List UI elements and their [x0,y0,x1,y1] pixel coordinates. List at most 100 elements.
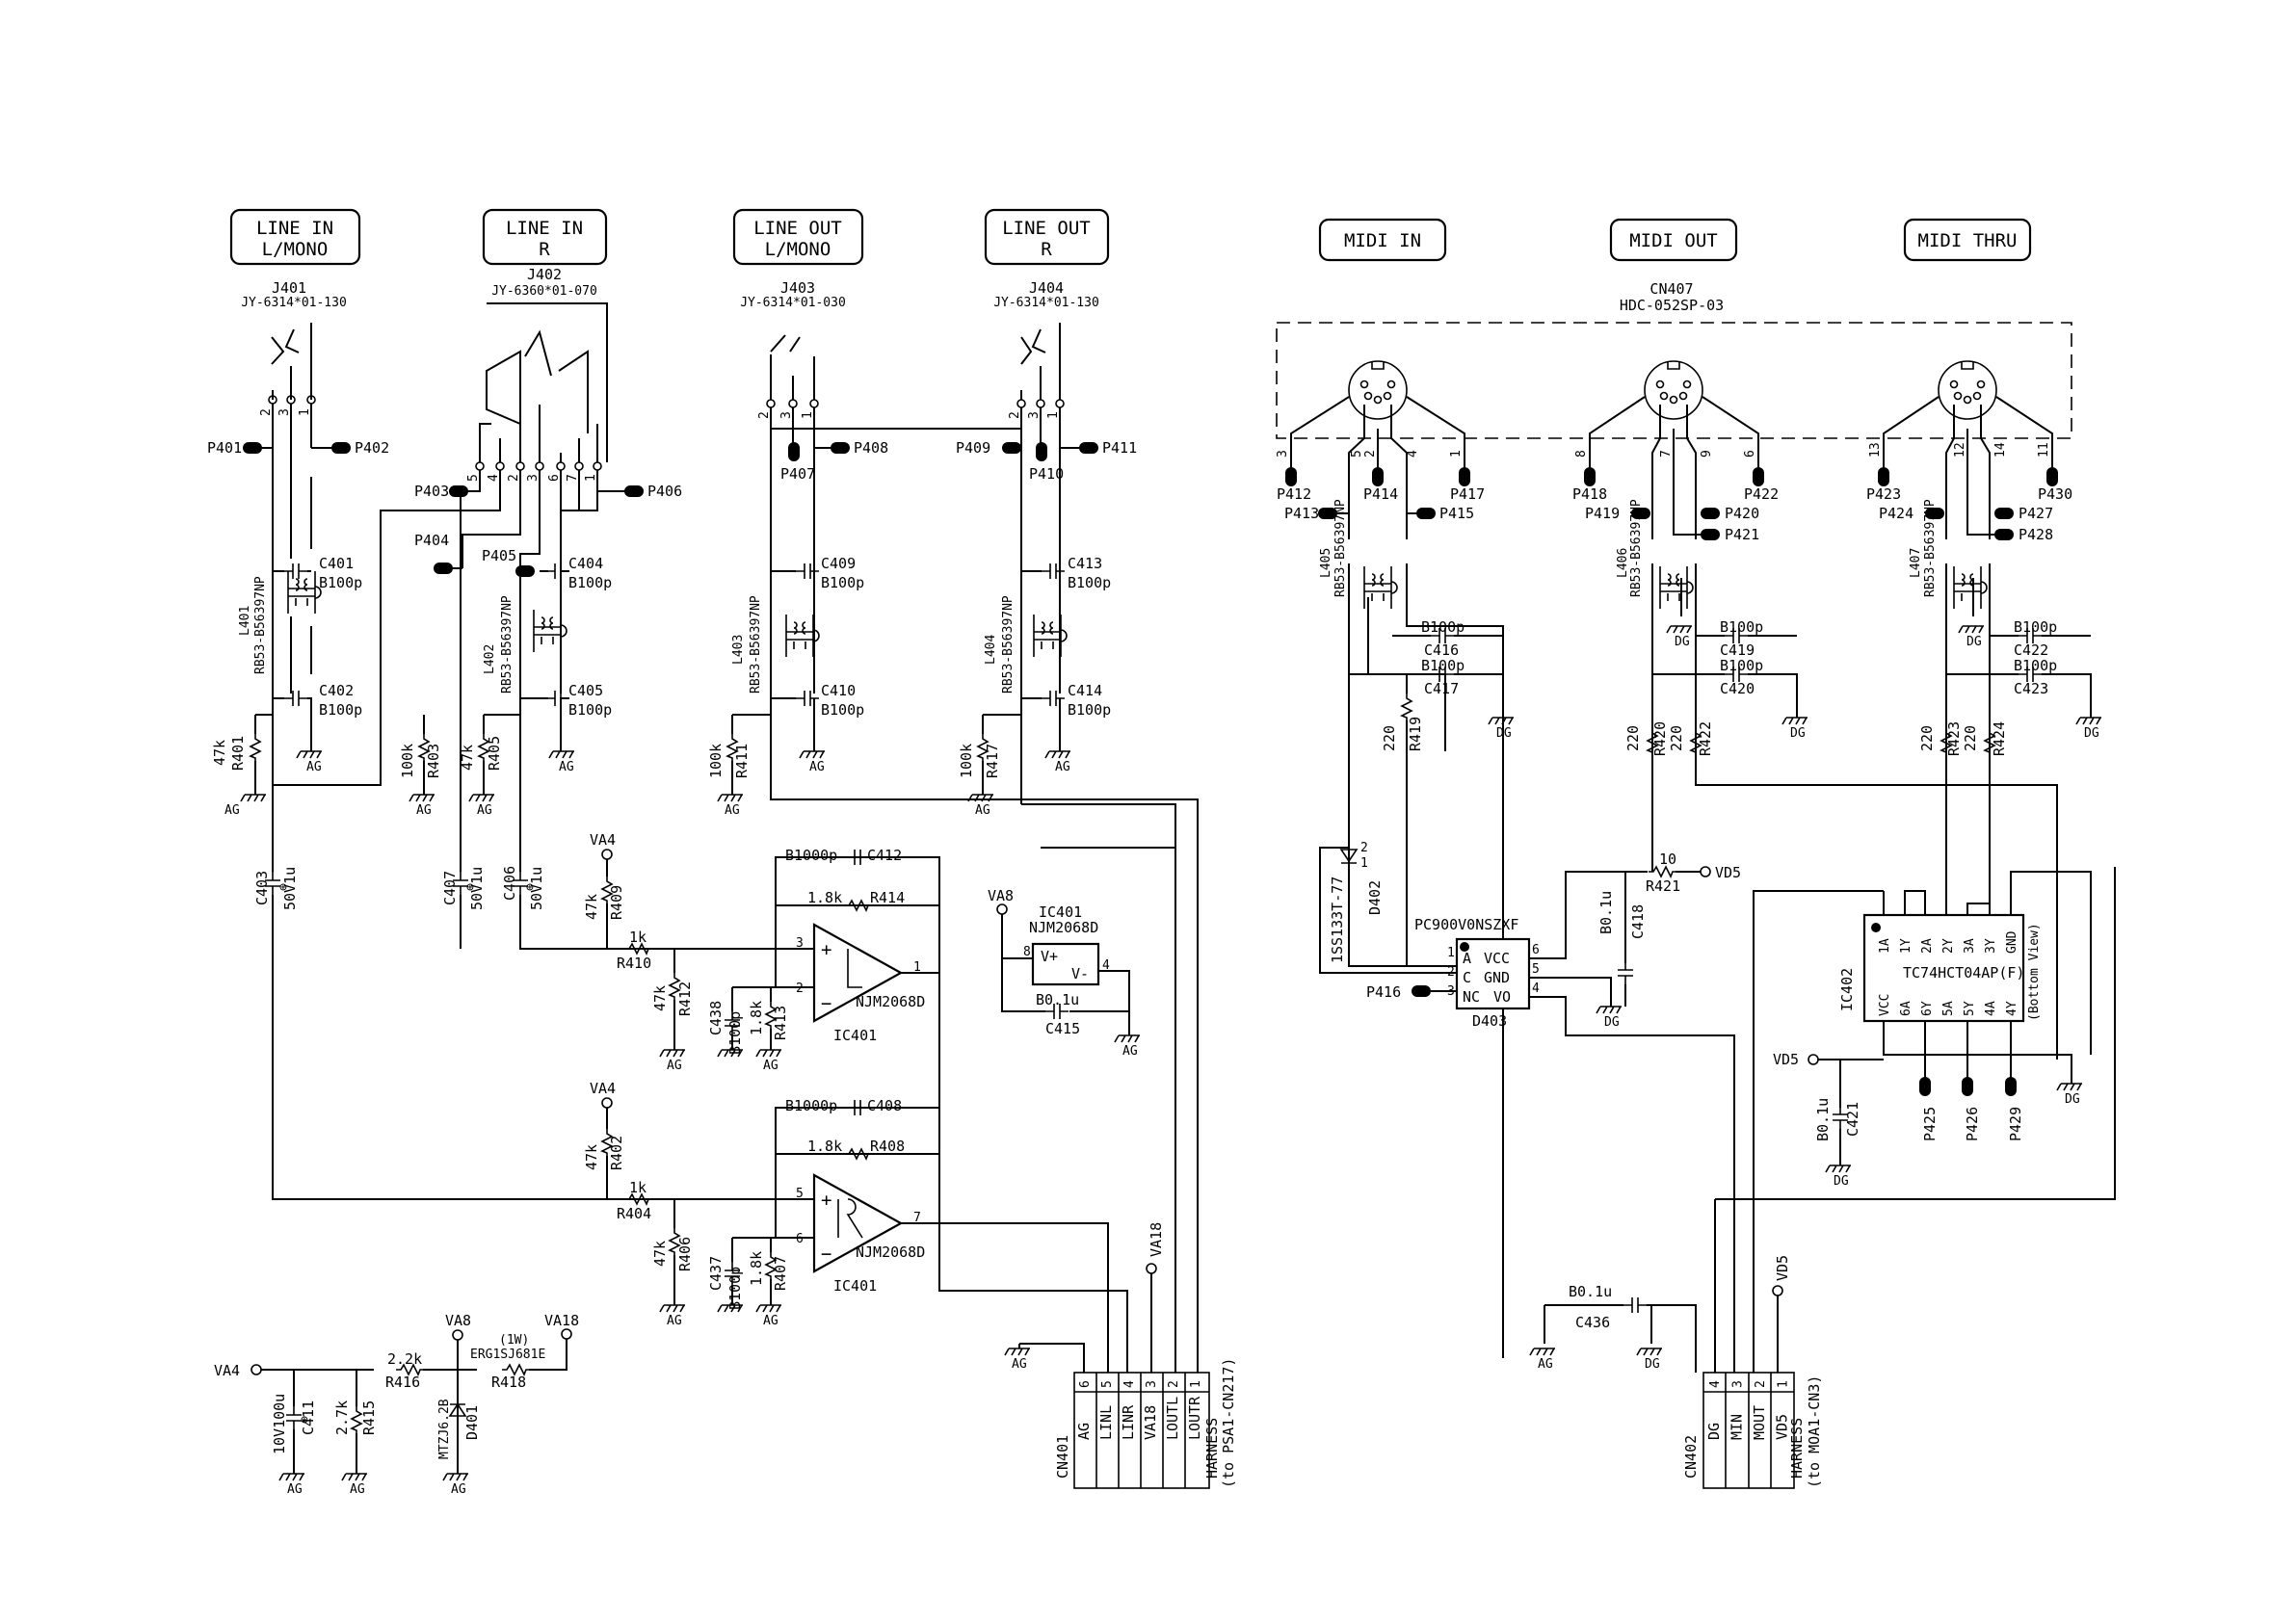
svg-text:10V100u: 10V100u [271,1394,288,1454]
cn401-pin-label: LOUTL [1164,1397,1181,1440]
svg-text:L407: L407 [1909,548,1923,578]
pad-p403: P403 [414,483,468,500]
svg-text:P403: P403 [414,483,449,500]
pad-p430: P430 [2038,467,2072,503]
svg-text:P404: P404 [414,532,449,549]
svg-text:AG: AG [763,1314,779,1328]
svg-text:AG: AG [667,1059,682,1073]
svg-text:C423: C423 [2014,680,2048,697]
cap-c406: ⊕ C406 50V1u [501,694,771,950]
svg-text:RB53-B56397NP: RB53-B56397NP [500,595,515,694]
svg-text:P423: P423 [1866,485,1901,503]
svg-text:R420: R420 [1651,721,1669,756]
svg-text:B100p: B100p [821,574,864,591]
pad-p414: P414 [1363,467,1398,503]
pad-p423: P423 [1866,467,1901,503]
svg-text:R414: R414 [870,889,905,906]
cn402-pin-label: MOUT [1751,1405,1768,1440]
cn401-pin-label: LOUTR [1186,1396,1203,1440]
svg-text:(to MOA1-CN3): (to MOA1-CN3) [1806,1375,1823,1488]
svg-text:VD5: VD5 [1715,864,1741,881]
svg-text:D401: D401 [463,1405,481,1440]
svg-text:DG: DG [1496,726,1512,741]
svg-text:L405: L405 [1319,548,1333,578]
cn402-pin-label: VD5 [1774,1414,1791,1440]
svg-text:MTZJ6.2B: MTZJ6.2B [437,1399,452,1459]
svg-text:L401: L401 [238,606,252,636]
svg-text:2.7k: 2.7k [333,1400,351,1435]
svg-text:B1000p: B1000p [785,1097,837,1114]
svg-text:3: 3 [277,408,292,416]
svg-text:P425: P425 [1921,1107,1939,1141]
svg-text:R406: R406 [676,1237,694,1271]
cn402-pin-label: DG [1705,1423,1723,1440]
label-midi-out: MIDI OUT [1609,218,1738,262]
svg-text:2: 2 [259,408,274,416]
net-va18-cn: VA18 [1146,1222,1165,1373]
svg-text:RB53-B56397NP: RB53-B56397NP [1333,499,1348,597]
res-r406: AG 47k R406 [651,1199,694,1328]
ic402-pin-label: 6A [1899,1001,1913,1016]
svg-text:B100p: B100p [1068,701,1111,719]
svg-text:NJM2068D: NJM2068D [856,1243,925,1261]
cn402-pin-number: 4 [1708,1380,1723,1388]
svg-text:10: 10 [1659,851,1676,868]
svg-text:VA4: VA4 [590,831,616,849]
svg-text:3: 3 [1027,411,1042,419]
svg-text:1: 1 [1449,450,1464,458]
svg-text:R: R [539,239,550,260]
res-r407: AG 1.8k R407 [732,1237,789,1328]
svg-text:100k: 100k [707,744,725,778]
svg-text:D402: D402 [1366,880,1384,915]
svg-text:A: A [1463,950,1471,967]
svg-text:AG: AG [1122,1044,1138,1059]
svg-text:P409: P409 [956,439,990,457]
svg-text:220: 220 [1962,725,1979,751]
svg-text:220: 220 [1624,725,1642,751]
svg-text:MIDI OUT: MIDI OUT [1629,230,1718,251]
svg-text:B100p: B100p [1720,618,1763,636]
svg-text:R421: R421 [1646,877,1680,895]
svg-text:2: 2 [1447,965,1455,980]
svg-text:−: − [821,1243,831,1265]
svg-text:P417: P417 [1450,485,1485,503]
svg-text:R413: R413 [772,1006,789,1040]
svg-text:IC401: IC401 [833,1277,877,1295]
svg-text:J402: J402 [527,266,562,283]
svg-text:P420: P420 [1725,505,1759,522]
svg-text:AG: AG [667,1314,682,1328]
svg-text:R409: R409 [608,885,625,920]
svg-text:L/MONO: L/MONO [765,239,831,260]
svg-text:R423: R423 [1945,721,1963,756]
svg-text:C413: C413 [1068,555,1102,572]
svg-text:L403: L403 [731,635,746,665]
svg-text:(to PSA1-CN217): (to PSA1-CN217) [1220,1358,1237,1488]
connector-cn407: CN407 HDC-052SP-03 [1276,280,2072,439]
svg-text:D403: D403 [1472,1012,1507,1030]
svg-text:J401: J401 [272,279,306,297]
ic402-vcc: VD5 DG B0.1u C421 [1773,1051,1884,1189]
pad-p424: P424 [1879,505,1944,522]
svg-text:C416: C416 [1424,641,1459,659]
svg-text:5: 5 [796,1187,804,1201]
filter-l401: L401 RB53-B56397NP [238,448,322,694]
svg-text:IC402: IC402 [1838,968,1856,1011]
svg-text:P421: P421 [1725,526,1759,543]
diode-d402: 1SS133T-77 D402 12 [1319,841,1457,974]
ic402-pin-label: GND [2005,930,2019,954]
svg-text:C420: C420 [1720,680,1755,697]
svg-text:AG: AG [559,760,574,774]
cn401-pin-number: 4 [1122,1380,1137,1388]
svg-text:R419: R419 [1407,717,1424,751]
svg-text:6: 6 [796,1232,804,1246]
svg-text:1SS133T-77: 1SS133T-77 [1329,877,1346,963]
svg-text:PC900V0NSZXF: PC900V0NSZXF [1414,916,1518,933]
label-line-out-r: LINE OUT R [984,208,1110,266]
svg-text:11: 11 [2037,442,2051,458]
svg-text:B100p: B100p [1421,657,1465,674]
res-r401: AG 47k R401 [211,714,273,818]
cn401-pin-number: 6 [1078,1380,1093,1388]
